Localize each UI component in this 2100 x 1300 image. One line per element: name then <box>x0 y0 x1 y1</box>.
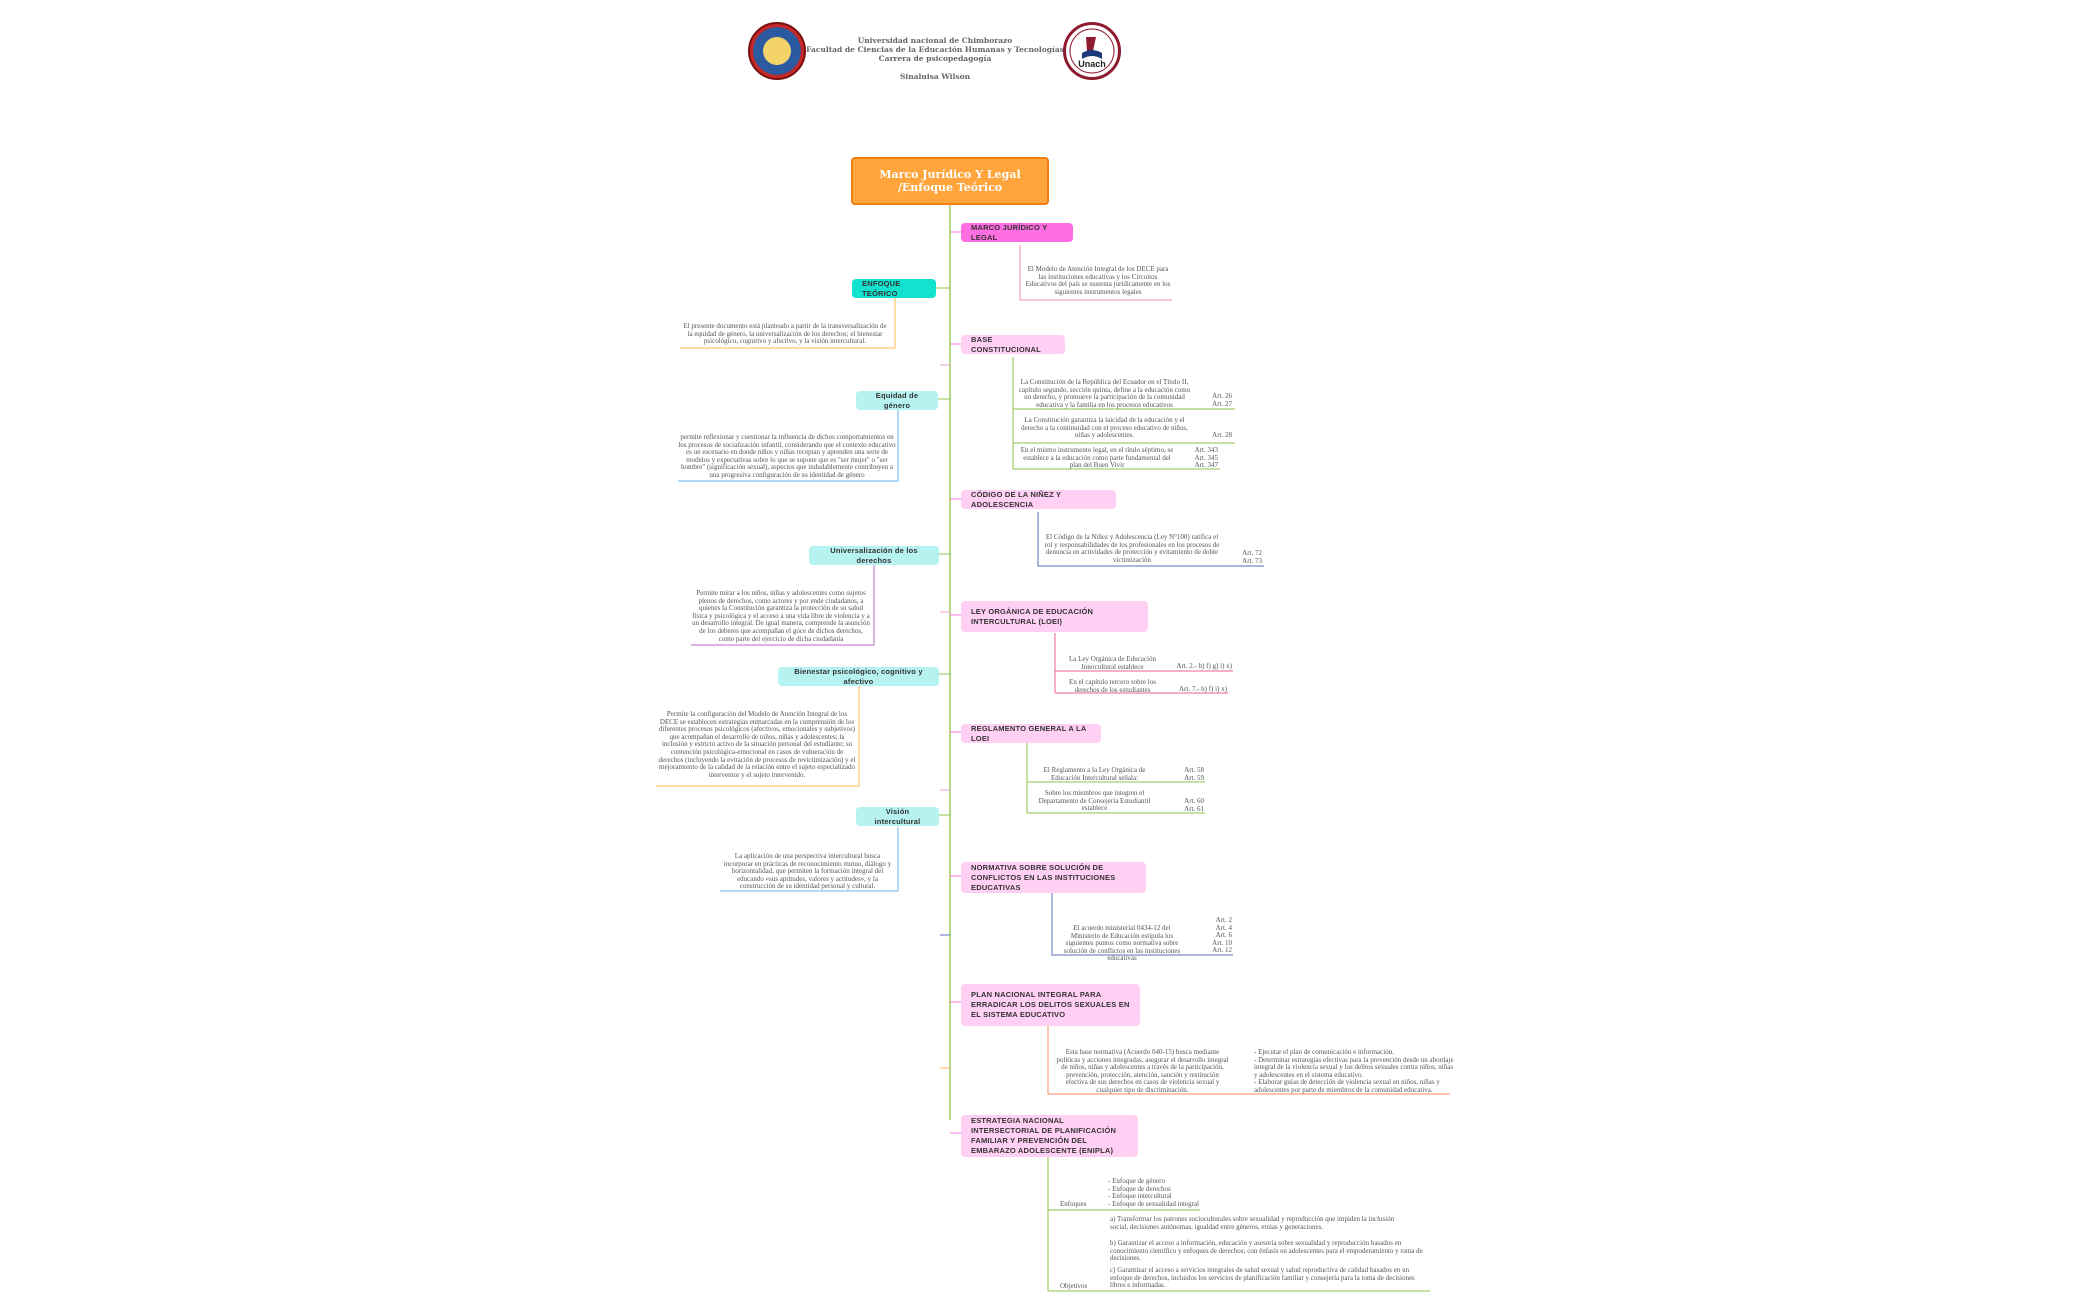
unach-emblem-icon <box>1069 28 1115 74</box>
loei-text-2: En el capítulo tercero sobre los derecho… <box>1069 678 1156 694</box>
university-name: Universidad nacional de Chimborazo <box>857 36 1013 45</box>
reglamento-arts-2: Art. 60 Art. 61 <box>1160 797 1204 813</box>
plan-nacional-text: Esta base normativa (Acuerdo 040-15) bus… <box>1056 1048 1229 1094</box>
plan-nacional-bullets: - Ejecutar el plan de comunicación e inf… <box>1254 1048 1454 1094</box>
art-label: Art. 72 <box>1242 549 1262 557</box>
reglamento-text-2: Sobre los miembros que integren el Depar… <box>1038 789 1151 813</box>
enipla-objetivo-c: c) Garantizar el acceso a servicios inte… <box>1110 1266 1415 1290</box>
node-equidad-genero[interactable]: Equidad de género <box>856 391 938 410</box>
base-constitucional-text-3: En el mismo instrumento legal, en el tít… <box>1020 446 1174 470</box>
enipla-objetivo-b: b) Garantizar el acceso a información, e… <box>1110 1239 1423 1263</box>
loei-arts-2: Art. 7.- b) f) i) x) <box>1166 685 1227 694</box>
art-label: Art. 2 <box>1215 916 1232 924</box>
normativa-text: El acuerdo ministerial 0434-12 del Minis… <box>1063 924 1181 963</box>
art-label: Art. 4 <box>1215 923 1232 932</box>
unach-logo: Unach <box>1063 22 1121 80</box>
art-label: Art. 10 <box>1212 938 1232 947</box>
unach-logo-text: Unach <box>1078 59 1106 69</box>
node-plan-nacional[interactable]: PLAN NACIONAL INTEGRAL PARA ERRADICAR LO… <box>961 984 1140 1026</box>
normativa-arts: Art. 2 Art. 4 Art. 6 Art. 10 Art. 12 <box>1196 916 1232 955</box>
node-vision-intercultural[interactable]: Visión intercultural <box>856 807 939 826</box>
art-label: Art. 59 <box>1184 773 1204 782</box>
art-label: Art. 27 <box>1212 399 1232 408</box>
node-bienestar[interactable]: Bienestar psicológico, cognitivo y afect… <box>778 667 939 686</box>
enipla-enfoques-label: Enfoques <box>1060 1200 1087 1208</box>
faculty-name: Facultad de Ciencias de la Educación Hum… <box>806 45 1064 54</box>
node-marco-juridico[interactable]: MARCO JURÍDICO Y LEGAL <box>961 223 1073 242</box>
base-constitucional-arts-3: Art. 343 Art. 345 Art. 347 <box>1180 446 1218 470</box>
node-loei[interactable]: LEY ORGÁNICA DE EDUCACIÓN INTERCULTURAL … <box>961 601 1148 632</box>
art-label: Art. 7.- b) f) i) x) <box>1178 685 1227 693</box>
enipla-objetivo-a: a) Transformar los patrones sociocultura… <box>1110 1215 1395 1231</box>
art-label: Art. 12 <box>1212 946 1232 955</box>
bienestar-text: Permite la configuración del Modelo de A… <box>658 710 856 779</box>
header-text: Universidad nacional de Chimborazo Facul… <box>800 36 1070 81</box>
base-constitucional-arts-2: Art. 28 <box>1196 431 1232 440</box>
reglamento-arts-1: Art. 58 Art. 59 <box>1160 766 1204 782</box>
reglamento-text-1: El Reglamento a la Ley Orgánica de Educa… <box>1043 766 1146 782</box>
author-name: Sinaluisa Wilson <box>899 72 971 81</box>
art-label: Art. 60 <box>1184 797 1204 805</box>
loei-arts-1: Art. 2.- b) f) g) i) x) <box>1166 662 1232 671</box>
enipla-enfoques-text: - Enfoque de género - Enfoque de derecho… <box>1108 1177 1199 1208</box>
art-label: Art. 73 <box>1242 556 1262 565</box>
art-label: Art. 28 <box>1212 431 1232 439</box>
node-base-constitucional[interactable]: BASE CONSTITUCIONAL <box>961 335 1065 354</box>
base-constitucional-arts-1: Art. 26 Art. 27 <box>1196 392 1232 408</box>
base-constitucional-text-2: La Constitución garantiza la laicidad de… <box>1021 416 1188 440</box>
central-topic[interactable]: Marco Jurídico Y Legal /Enfoque Teórico <box>851 157 1049 205</box>
enipla-objetivos-label: Objetivos <box>1060 1282 1088 1290</box>
universalizacion-derechos-text: Permite mirar a los niños, niñas y adole… <box>692 589 870 643</box>
codigo-ninez-arts: Art. 72 Art. 73 <box>1224 549 1262 565</box>
node-universalizacion-derechos[interactable]: Universalización de los derechos <box>809 546 939 565</box>
loei-text-1: La Ley Orgánica de Educación Intercultur… <box>1069 655 1156 671</box>
art-label: Art. 2.- b) f) g) i) x) <box>1176 662 1232 670</box>
enfoque-teorico-text: El presente documento está planteado a p… <box>683 322 887 346</box>
art-label: Art. 61 <box>1184 804 1204 813</box>
base-constitucional-text-1: La Constitución de la República del Ecua… <box>1018 378 1191 409</box>
art-label: Art. 6 <box>1215 931 1232 940</box>
art-label: Art. 343 <box>1194 446 1218 454</box>
university-seal-left-logo <box>748 22 806 80</box>
codigo-ninez-text: El Código de la Niñez y Adolescencia (Le… <box>1044 533 1220 564</box>
career-name: Carrera de psicopedagogía <box>878 54 992 63</box>
node-enfoque-teorico[interactable]: ENFOQUE TEÓRICO <box>852 279 936 298</box>
node-normativa-conflictos[interactable]: NORMATIVA SOBRE SOLUCIÓN DE CONFLICTOS E… <box>961 862 1146 893</box>
equidad-genero-text: permite reflexionar y cuestionar la infl… <box>678 433 896 479</box>
vision-intercultural-text: La aplicación de una perspectiva intercu… <box>723 852 892 891</box>
node-codigo-ninez[interactable]: CÓDIGO DE LA NIÑEZ Y ADOLESCENCIA <box>961 490 1116 509</box>
art-label: Art. 58 <box>1184 766 1204 774</box>
marco-juridico-text: El Modelo de Atención Integral de los DE… <box>1025 265 1171 296</box>
node-reglamento-loei[interactable]: REGLAMENTO GENERAL A LA LOEI <box>961 724 1101 743</box>
art-label: Art. 345 <box>1194 453 1218 462</box>
node-enipla[interactable]: ESTRATEGIA NACIONAL INTERSECTORIAL DE PL… <box>961 1115 1138 1157</box>
art-label: Art. 26 <box>1212 392 1232 400</box>
art-label: Art. 347 <box>1194 461 1218 470</box>
